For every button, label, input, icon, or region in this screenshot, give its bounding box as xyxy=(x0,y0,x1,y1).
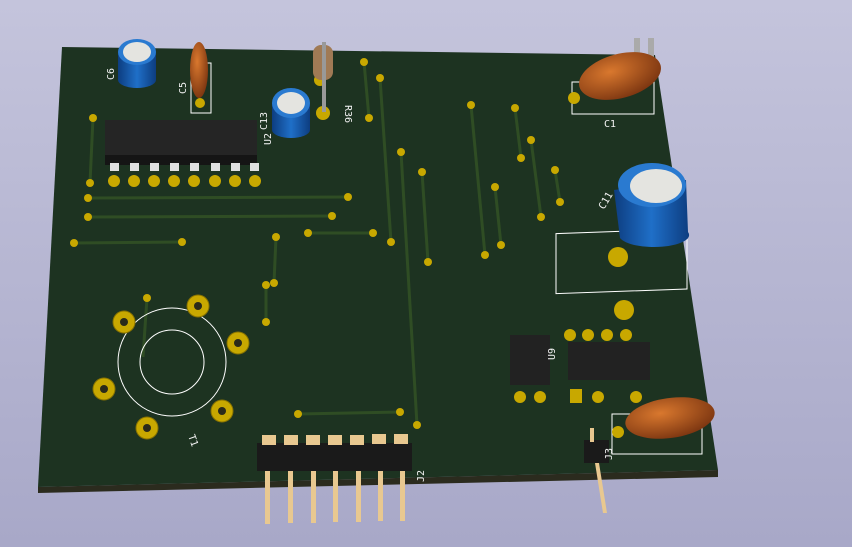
vias xyxy=(70,58,564,429)
capacitor-c6[interactable]: C6 xyxy=(106,39,156,88)
ic-u2[interactable]: U2 C13 xyxy=(105,112,274,187)
label-u2: U2 xyxy=(263,133,274,145)
label-j3: J3 xyxy=(604,448,615,460)
capacitor-ceramic-bottom[interactable] xyxy=(611,392,717,455)
ic-u9[interactable]: U9 xyxy=(510,335,558,403)
transformer-t1[interactable]: T1 xyxy=(92,294,250,448)
label-r36: R36 xyxy=(342,105,353,123)
label-u9: U9 xyxy=(547,348,558,360)
label-t1: T1 xyxy=(185,433,199,448)
traces xyxy=(73,61,562,426)
capacitor-c5[interactable]: C5 xyxy=(178,42,212,114)
label-c5: C5 xyxy=(178,82,189,94)
ic-dip8[interactable] xyxy=(564,329,650,403)
header-j3[interactable]: J3 xyxy=(584,428,615,513)
capacitor-c13[interactable] xyxy=(272,88,310,138)
label-c13: C13 xyxy=(259,112,270,130)
capacitor-c1[interactable]: C1 xyxy=(568,38,666,130)
label-c6: C6 xyxy=(106,68,117,80)
label-c1: C1 xyxy=(604,119,616,130)
header-j2[interactable]: J2 xyxy=(257,434,427,524)
label-j2: J2 xyxy=(416,470,427,482)
resistor-r36[interactable]: R36 xyxy=(313,42,353,123)
capacitor-c11[interactable]: C11 xyxy=(555,163,690,320)
